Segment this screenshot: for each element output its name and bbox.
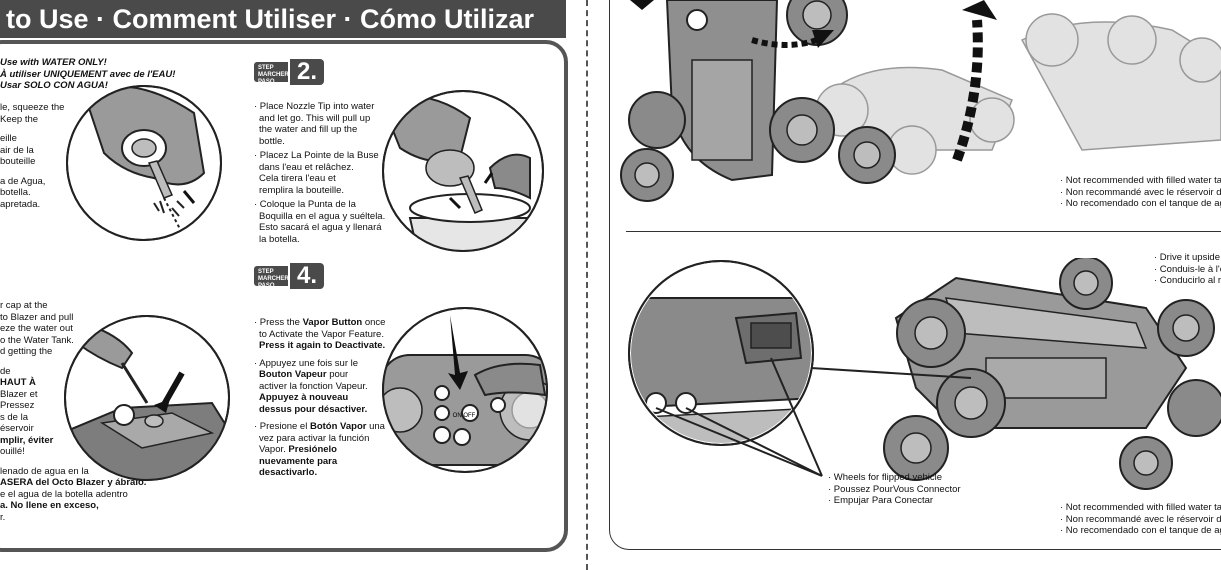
page-divider [586, 0, 588, 570]
page-title: to Use · Comment Utiliser · Cómo Utiliza… [0, 0, 566, 38]
top-right-note: · Not recommended with filled water ta ·… [1060, 175, 1221, 210]
wheels-note: · Wheels for flipped vehicle · Poussez P… [828, 472, 961, 507]
step4-text: · Press the Vapor Button once to Activat… [254, 317, 385, 479]
controller-illustration: ON OFF [380, 305, 550, 475]
water-tank-illustration [62, 313, 232, 483]
section-divider [626, 231, 1221, 232]
on-off-label: ON OFF [453, 413, 476, 419]
bottom-right-note: · Not recommended with filled water ta ·… [1060, 502, 1221, 537]
step1-text: le, squeeze the Keep the eille air de la… [0, 102, 64, 210]
fill-bottle-illustration [380, 88, 546, 254]
squeeze-bottle-illustration [64, 83, 224, 243]
flipped-vehicle-illustration [626, 258, 1221, 490]
